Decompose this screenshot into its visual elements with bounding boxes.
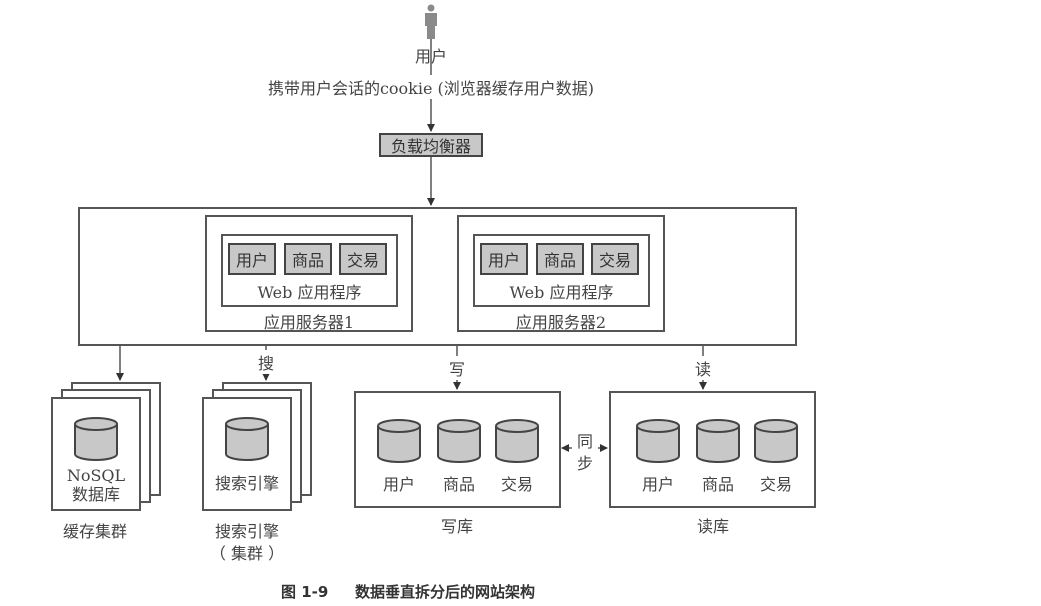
module-label: 商品 — [543, 251, 576, 270]
cache-cluster-label: 缓存集群 — [62, 522, 127, 541]
write-db-user-label: 用户 — [382, 475, 415, 494]
read-db-trade-table-icon — [754, 419, 798, 463]
search-cluster-label-line2: （ 集群 ） — [209, 544, 285, 563]
module-product-1: 商品 — [284, 243, 332, 275]
sync-label-2: 步 — [576, 454, 593, 473]
search-engine-db-label: 搜索引擎 — [214, 474, 279, 493]
module-label: 商品 — [291, 251, 324, 270]
module-user-2: 用户 — [480, 243, 528, 275]
module-product-2: 商品 — [536, 243, 584, 275]
read-db-product-table-icon — [696, 419, 740, 463]
write-db-trade-table-icon — [495, 419, 539, 463]
cookie-note: 携带用户会话的cookie (浏览器缓存用户数据) — [235, 75, 627, 99]
nosql-label-line2: 数据库 — [71, 485, 120, 504]
write-db-trade-label: 交易 — [500, 475, 533, 494]
load-balancer-label: 负载均衡器 — [390, 137, 471, 156]
write-db-product-table-icon — [437, 419, 481, 463]
user-label: 用户 — [414, 47, 447, 66]
web-app-2-label: Web 应用程序 — [509, 283, 614, 302]
module-label: 用户 — [487, 251, 520, 270]
module-label: 交易 — [346, 251, 379, 270]
read-db-user-label: 用户 — [641, 475, 674, 494]
sync-label-1: 同 — [576, 432, 593, 451]
web-app-1-label: Web 应用程序 — [257, 283, 362, 302]
nosql-label-line1: NoSQL — [66, 466, 126, 485]
module-trade-2: 交易 — [591, 243, 639, 275]
app-server-1-label: 应用服务器1 — [263, 313, 355, 332]
write-connector-label: 写 — [447, 356, 467, 380]
read-db-label: 读库 — [696, 517, 729, 536]
module-trade-1: 交易 — [339, 243, 387, 275]
module-label: 交易 — [598, 251, 631, 270]
nosql-database-icon — [74, 417, 118, 461]
module-label: 用户 — [235, 251, 268, 270]
person-icon — [425, 4, 437, 39]
search-engine-database-icon — [225, 417, 269, 461]
figure-number: 图 1-9 — [281, 583, 329, 601]
search-cluster-label-line1: 搜索引擎 — [214, 522, 279, 541]
app-server-2-label: 应用服务器2 — [515, 313, 607, 332]
load-balancer: 负载均衡器 — [379, 133, 483, 157]
read-db-user-table-icon — [636, 419, 680, 463]
module-user-1: 用户 — [228, 243, 276, 275]
figure-title: 数据垂直拆分后的网站架构 — [355, 583, 536, 601]
read-connector-label: 读 — [693, 356, 713, 380]
write-db-user-table-icon — [377, 419, 421, 463]
search-connector-label: 搜 — [256, 350, 276, 374]
app-server-cluster — [78, 207, 797, 346]
read-db-product-label: 商品 — [701, 475, 734, 494]
write-db-label: 写库 — [440, 517, 473, 536]
write-db-product-label: 商品 — [442, 475, 475, 494]
read-db-trade-label: 交易 — [759, 475, 792, 494]
